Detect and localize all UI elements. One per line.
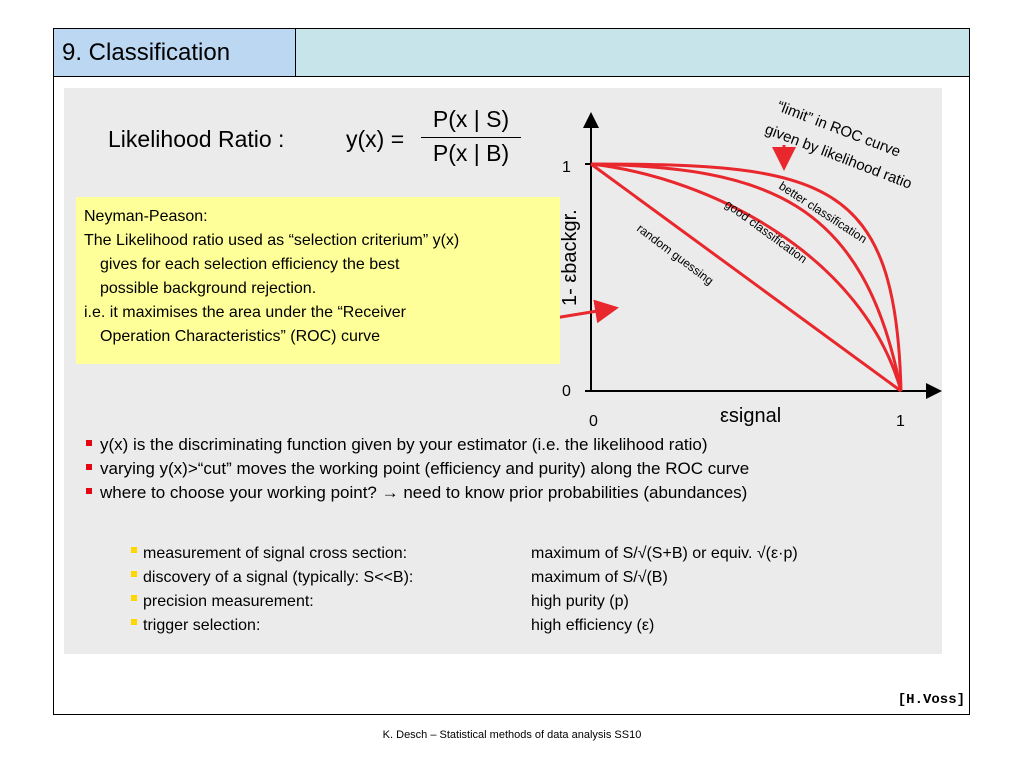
sub-item-criterion: maximum of S/√(B) [531,569,668,586]
y-axis-label: 1- εbackgr. [559,209,581,306]
y-tick-label-bottom: 0 [562,383,571,400]
sub-item-case: discovery of a signal (typically: S<<B): [143,569,414,586]
note-line: Neyman-Peason: [84,208,208,225]
better-classification-curve [590,162,903,392]
good-classification-curve [590,162,903,392]
sub-item-criterion: high purity (p) [531,593,629,610]
bullet-item: where to choose your working point? → ne… [86,481,749,505]
random-guessing-curve [590,162,902,393]
formula-lhs: y(x) = [346,126,405,152]
note-line: gives for each selection efficiency the … [100,256,400,273]
neyman-pearson-note: Neyman-Peason: The Likelihood ratio used… [76,197,560,364]
label-random-guessing: random guessing [634,221,716,288]
slide-content: Likelihood Ratio : y(x) = P(x | S) P(x |… [64,88,942,654]
sub-item-criterion: high efficiency (ε) [531,617,655,634]
sub-item-case: precision measurement: [143,593,314,610]
slide-title: 9. Classification [62,39,231,66]
bullet-list: y(x) is the discriminating function give… [86,433,749,505]
sub-item-case: trigger selection: [143,617,261,634]
formula-denominator: P(x | B) [432,140,510,166]
title-bar [296,29,969,77]
x-tick-label-left: 0 [589,413,598,430]
note-line: Operation Characteristics” (ROC) curve [100,328,381,345]
sub-item-criterion: maximum of S/√(S+B) or equiv. √(ε·p) [531,545,798,562]
formula-fraction: P(x | S) P(x | B) [421,106,521,167]
title-box: 9. Classification [54,29,296,77]
note-line: i.e. it maximises the area under the “Re… [84,304,406,321]
formula-numerator: P(x | S) [432,106,510,132]
likelihood-ratio-label: Likelihood Ratio : [108,126,285,152]
author-credit: [H.Voss] [897,692,965,708]
limit-curve [590,162,903,392]
x-axis-label: εsignal [720,405,781,427]
note-line: possible background rejection. [100,280,317,297]
roc-diagram: 1 0 0 1 εsignal 1- εbackgr. “limit” in R… [523,98,942,430]
x-tick-label-right: 1 [896,413,905,430]
bullet-item: y(x) is the discriminating function give… [86,433,749,457]
slide-frame: 9. Classification Likelihood Ratio : y(x… [53,28,970,715]
fraction-bar [421,137,521,138]
note-line: The Likelihood ratio used as “selection … [84,232,460,249]
sub-item-case: measurement of signal cross section: [143,545,408,562]
bullet-item: varying y(x)>“cut” moves the working poi… [86,457,749,481]
y-tick-label-top: 1 [562,159,571,176]
slide-footer: K. Desch – Statistical methods of data a… [382,729,642,741]
label-better-classification: better classification [776,179,869,246]
